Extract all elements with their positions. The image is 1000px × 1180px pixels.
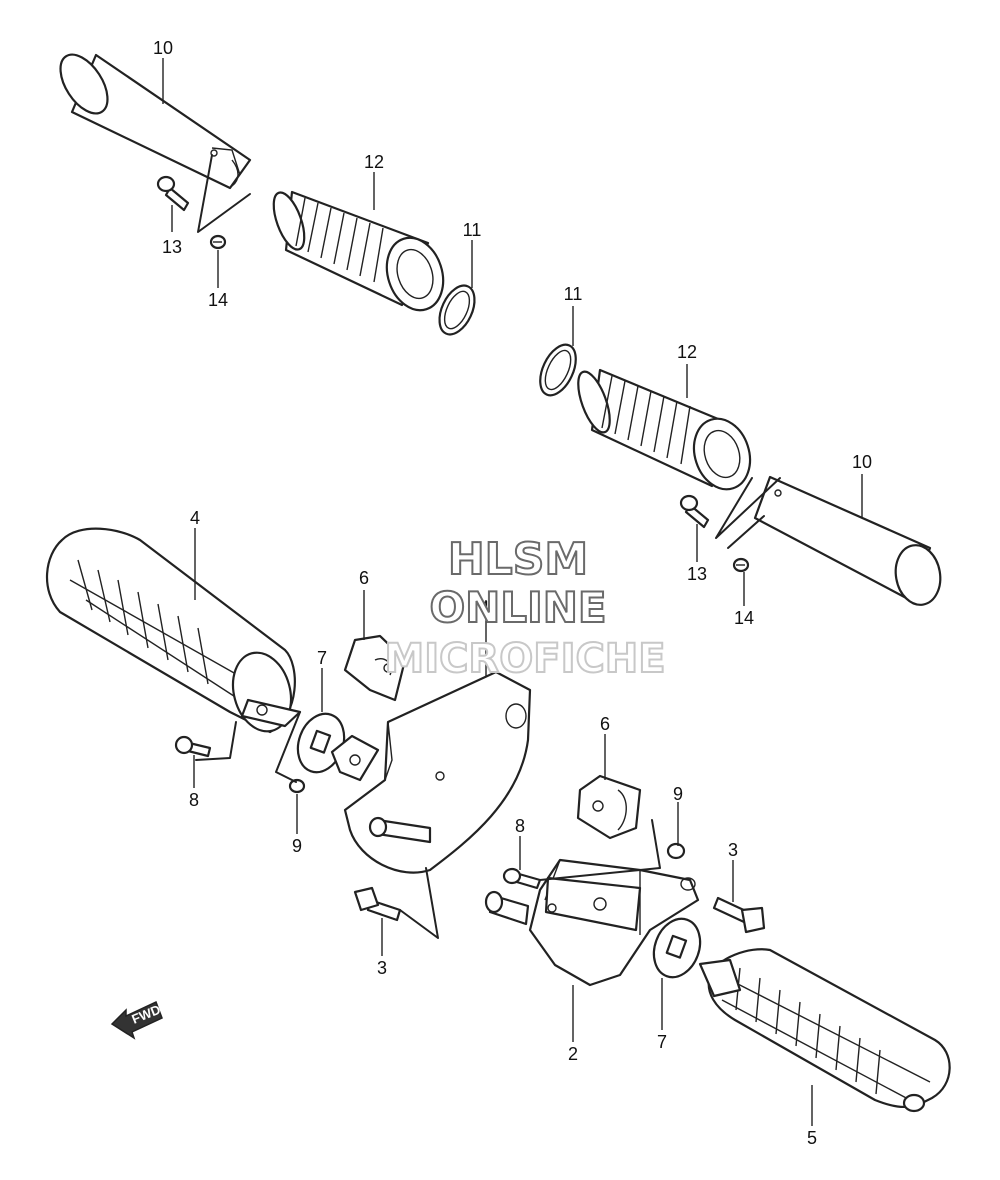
callout-14: 14 bbox=[734, 608, 754, 628]
part-clip-right-9 bbox=[666, 842, 686, 860]
callout-6: 6 bbox=[600, 714, 610, 734]
callout-5: 5 bbox=[807, 1128, 817, 1148]
callout-11: 11 bbox=[463, 220, 482, 240]
part-clip-left-9 bbox=[288, 778, 306, 794]
part-rubber-left-12 bbox=[272, 190, 445, 312]
part-rear-footrest-left bbox=[59, 53, 252, 190]
part-pin-right-8 bbox=[502, 867, 542, 890]
callout-11: 11 bbox=[564, 284, 583, 304]
part-pin-left-13 bbox=[156, 175, 190, 212]
part-pin-left-8 bbox=[174, 735, 212, 758]
callout-3: 3 bbox=[728, 840, 738, 860]
callout-7: 7 bbox=[657, 1032, 667, 1052]
part-front-footrest-right-5 bbox=[698, 948, 951, 1113]
callout-8: 8 bbox=[515, 816, 525, 836]
part-pin-right-13 bbox=[679, 494, 710, 529]
assembly-line bbox=[275, 711, 301, 783]
callout-10: 10 bbox=[852, 452, 872, 472]
callout-6: 6 bbox=[359, 568, 369, 588]
part-rear-footrest-right bbox=[753, 475, 942, 606]
callout-14: 14 bbox=[208, 290, 228, 310]
callout-4: 4 bbox=[190, 508, 200, 528]
part-ball-right-7 bbox=[652, 917, 702, 979]
leader-lines bbox=[162, 58, 863, 1126]
part-bolt-right-3 bbox=[712, 896, 766, 934]
watermark-line-2: ONLINE bbox=[429, 583, 606, 632]
callout-8: 8 bbox=[189, 790, 199, 810]
part-washer-left-11 bbox=[438, 284, 476, 336]
part-bolt-left-3 bbox=[353, 886, 402, 922]
part-clip-left-14 bbox=[209, 234, 227, 250]
assembly-line bbox=[195, 721, 237, 761]
assembly-line bbox=[539, 819, 661, 881]
callout-10: 10 bbox=[153, 38, 173, 58]
callout-13: 13 bbox=[162, 237, 182, 257]
watermark-line-3: MICROFICHE bbox=[384, 636, 665, 682]
callout-1: 1 bbox=[481, 598, 491, 618]
part-bracket-1 bbox=[330, 670, 532, 874]
callout-2: 2 bbox=[568, 1044, 578, 1064]
assembly-line bbox=[197, 154, 251, 233]
part-front-footrest-left-4 bbox=[46, 527, 302, 734]
watermark-line-1: HLSM bbox=[448, 534, 588, 585]
part-ball-left-7 bbox=[296, 712, 346, 774]
callout-12: 12 bbox=[364, 152, 384, 172]
callout-3: 3 bbox=[377, 958, 387, 978]
assembly-line bbox=[727, 515, 765, 549]
callout-9: 9 bbox=[673, 784, 683, 804]
assembly-line bbox=[399, 867, 439, 939]
callout-12: 12 bbox=[677, 342, 697, 362]
part-spring-left-6 bbox=[343, 634, 407, 702]
part-clip-right-14 bbox=[732, 557, 750, 573]
part-bracket-2 bbox=[484, 858, 700, 987]
callout-9: 9 bbox=[292, 836, 302, 856]
callout-7: 7 bbox=[317, 648, 327, 668]
watermark: HLSM ONLINE MICROFICHE bbox=[383, 533, 666, 683]
callout-labels: 10 12 11 13 14 11 12 10 13 14 4 1 6 6 7 … bbox=[153, 38, 872, 1148]
part-washer-right-11 bbox=[539, 343, 577, 397]
part-rubber-right-12 bbox=[577, 368, 752, 491]
part-spring-right-6 bbox=[576, 774, 642, 840]
assembly-line bbox=[715, 477, 781, 539]
callout-13: 13 bbox=[687, 564, 707, 584]
fwd-arrow-icon: FWD bbox=[110, 1000, 163, 1040]
